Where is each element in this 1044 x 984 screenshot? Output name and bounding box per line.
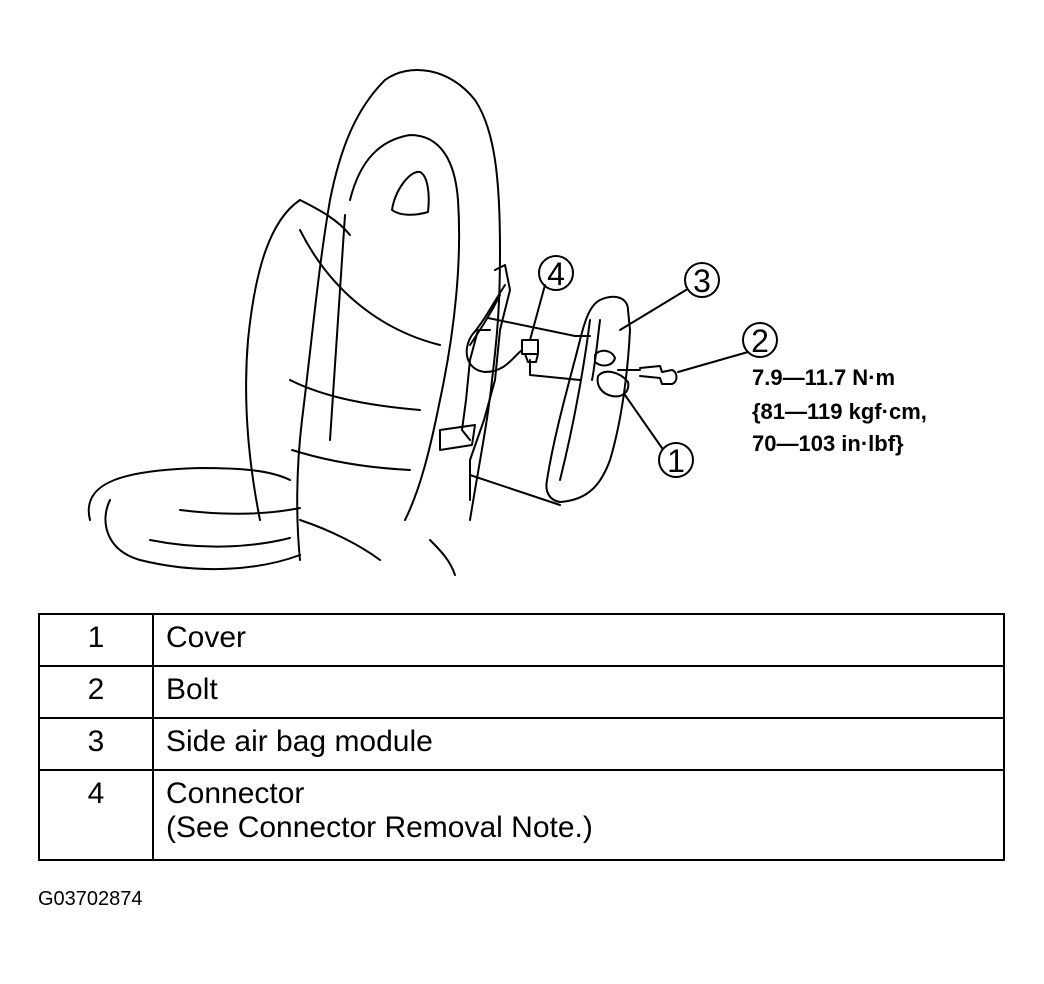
part-number: 2 xyxy=(38,665,154,719)
part-name: Cover xyxy=(152,613,1005,667)
figure-code: G03702874 xyxy=(38,888,143,910)
table-row: 4 Connector (See Connector Removal Note.… xyxy=(38,769,1005,861)
torque-spec-line-1: 7.9—11.7 N·m xyxy=(752,365,896,390)
callout-4-label: 4 xyxy=(547,256,565,292)
table-row: 2 Bolt xyxy=(38,665,1005,719)
bolt xyxy=(639,365,678,385)
airbag-module xyxy=(545,295,631,503)
part-number: 3 xyxy=(38,717,154,771)
table-row: 1 Cover xyxy=(38,613,1005,667)
connector xyxy=(521,339,539,355)
callout-1-circle xyxy=(658,442,694,478)
headrest-opening xyxy=(391,170,430,216)
callout-2-circle xyxy=(742,322,778,358)
torque-spec-line-2: {81—119 kgf·cm, xyxy=(752,399,927,424)
part-name: Bolt xyxy=(152,665,1005,719)
torque-spec-line-3: 70—103 in·lbf} xyxy=(752,431,904,456)
table-row: 3 Side air bag module xyxy=(38,717,1005,771)
part-name-with-note: Connector (See Connector Removal Note.) xyxy=(152,769,1005,861)
wiring-harness xyxy=(465,284,523,373)
seat-cushion xyxy=(104,499,301,571)
part-number: 1 xyxy=(38,613,154,667)
seat-back-top xyxy=(384,68,501,521)
callout-3-label: 3 xyxy=(693,263,711,299)
seat-back-inner xyxy=(349,134,461,521)
parts-table: 1 Cover 2 Bolt 3 Side air bag module 4 C… xyxy=(38,613,1005,861)
callout-3-circle xyxy=(684,262,720,298)
cover xyxy=(596,370,630,398)
seat-back-outline xyxy=(296,79,386,561)
seat-frame-plate xyxy=(469,264,511,501)
callout-4-circle xyxy=(538,255,574,291)
seat-airbag-illustration: 4 3 2 1 xyxy=(87,68,778,576)
part-name: Side air bag module xyxy=(152,717,1005,771)
callout-2-label: 2 xyxy=(751,323,769,359)
part-note: (See Connector Removal Note.) xyxy=(166,811,593,844)
part-name: Connector xyxy=(166,777,305,810)
part-number: 4 xyxy=(38,769,154,861)
seat-bolster-left xyxy=(245,199,301,521)
callout-1-label: 1 xyxy=(667,443,685,479)
